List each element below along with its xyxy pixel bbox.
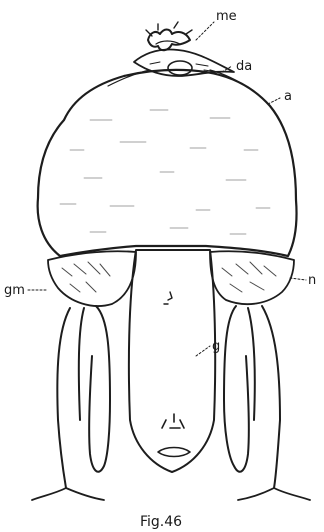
apical-structure xyxy=(146,22,192,50)
left-tentacles xyxy=(32,306,110,500)
umbrella-body xyxy=(38,70,297,256)
label-a: a xyxy=(284,89,292,104)
label-gm: gm xyxy=(4,283,25,298)
figure-caption: Fig.46 xyxy=(140,514,182,530)
label-n: n xyxy=(308,273,316,288)
label-me: me xyxy=(216,9,237,24)
label-da: da xyxy=(236,59,252,74)
label-g: g xyxy=(212,339,220,354)
leader-lines xyxy=(28,22,306,356)
central-gonad xyxy=(129,250,215,472)
right-tentacles xyxy=(224,306,310,500)
